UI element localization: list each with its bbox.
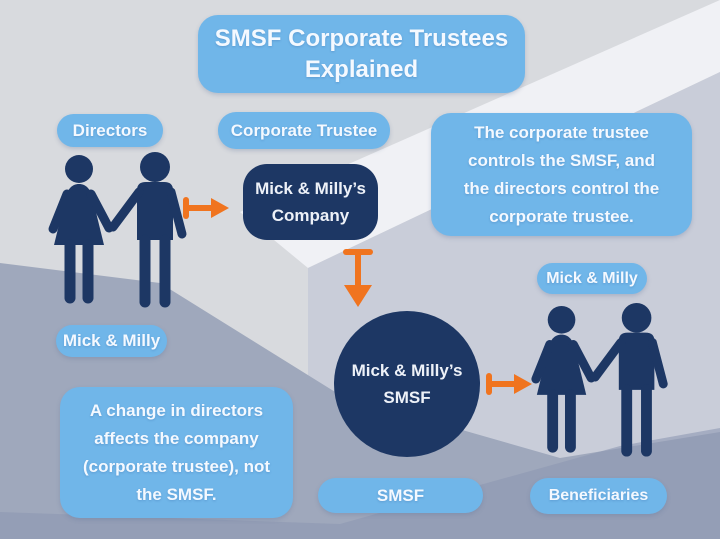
title-line: SMSF Corporate Trustees — [214, 25, 509, 52]
callout-line: the SMSF. — [136, 484, 217, 504]
arrow-company-to-smsf-icon — [343, 249, 373, 307]
company-node: Mick & Milly’s Company — [243, 164, 378, 240]
callout-line: (corporate trustee), not — [82, 456, 271, 476]
arrow-directors-to-company-icon — [183, 197, 229, 219]
callout-line: A change in directors — [89, 400, 264, 420]
callout-line: corporate trustee. — [489, 206, 634, 226]
callout-line: controls the SMSF, and — [467, 150, 656, 170]
label-smsf: SMSF — [318, 478, 483, 513]
smsf-node: Mick & Milly’s SMSF — [334, 311, 480, 457]
callout-change-in-directors: A change in directors affects the compan… — [60, 387, 293, 518]
label-directors: Directors — [57, 114, 163, 147]
label-mick-milly-right: Mick & Milly — [537, 263, 647, 294]
callout-line: the directors control the — [463, 178, 660, 198]
arrow-smsf-to-beneficiaries-icon — [486, 373, 532, 395]
label-beneficiaries: Beneficiaries — [530, 478, 667, 514]
callout-line: The corporate trustee — [474, 122, 649, 142]
label-corporate-trustee: Corporate Trustee — [218, 112, 390, 149]
smsf-node-line: Mick & Milly’s — [351, 361, 463, 380]
label-mick-milly-left: Mick & Milly — [56, 325, 167, 357]
couple-icon-directors — [48, 152, 187, 308]
company-node-line: Company — [271, 206, 350, 225]
callout-line: affects the company — [94, 428, 259, 448]
company-node-line: Mick & Milly’s — [255, 179, 366, 198]
couple-icon-beneficiaries — [531, 303, 668, 457]
smsf-node-line: SMSF — [383, 388, 431, 407]
title-line: Explained — [304, 56, 419, 83]
callout-corporate-trustee-controls: The corporate trustee controls the SMSF,… — [431, 113, 692, 236]
title-box: SMSF Corporate Trustees Explained — [198, 15, 525, 93]
